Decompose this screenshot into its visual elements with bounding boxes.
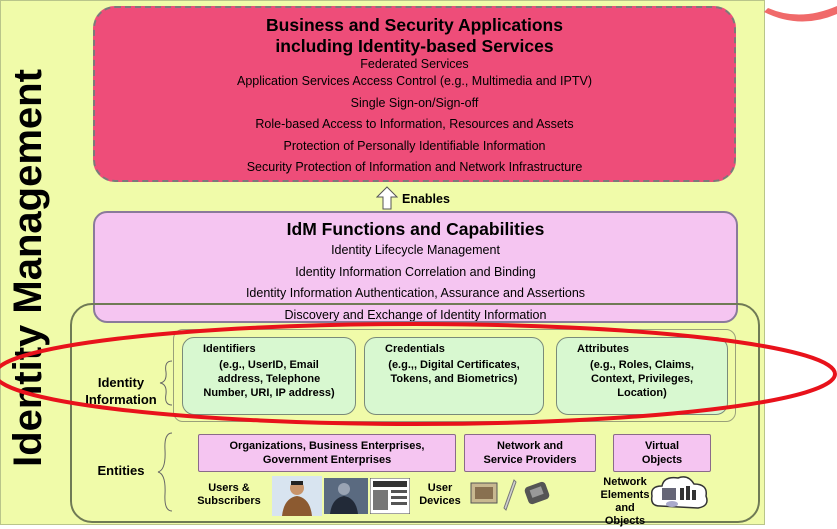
person-icon (324, 478, 368, 514)
apps-item: Role-based Access to Information, Resour… (255, 117, 574, 131)
idm-item: Identity Information Correlation and Bin… (295, 264, 536, 279)
apps-item: Federated Services (360, 57, 469, 71)
users-subscribers-label: Users & Subscribers (197, 482, 261, 507)
user-devices-label: User Devices (419, 482, 461, 507)
newspaper-icon (370, 478, 410, 514)
applications-title: Business and Security Applications inclu… (266, 15, 563, 56)
identifiers-card: Identifiers (e.g., UserID, Email address… (182, 337, 356, 415)
entities-label: Entities (97, 463, 145, 478)
phone-icon (524, 481, 550, 505)
applications-box: Business and Security Applications inclu… (93, 6, 736, 182)
pen-icon (503, 479, 517, 511)
corner-swoosh-icon (764, 6, 837, 22)
vertical-title: Identity Management (6, 69, 50, 467)
device-icon (470, 482, 498, 504)
apps-item: Security Protection of Information and N… (246, 160, 583, 174)
apps-item: Protection of Personally Identifiable In… (283, 138, 546, 153)
identity-entities-container (70, 303, 760, 523)
network-providers-box: Network and Service Providers (464, 434, 596, 472)
idm-item: Discovery and Exchange of Identity Infor… (284, 307, 547, 322)
network-cloud-icon (650, 476, 708, 509)
attributes-card: Attributes (e.g., Roles, Claims, Context… (556, 337, 728, 415)
enables-label: Enables (402, 192, 450, 206)
idm-item: Identity Lifecycle Management (331, 243, 500, 257)
brace-icon (157, 432, 173, 512)
highlight-ellipse (0, 322, 837, 426)
idm-title: IdM Functions and Capabilities (286, 219, 545, 239)
apps-item: Single Sign-on/Sign-off (350, 95, 479, 110)
network-elements-label: Network Elements and Objects (600, 476, 650, 527)
up-arrow-icon (376, 186, 398, 210)
apps-item: Application Services Access Control (e.g… (236, 74, 592, 88)
virtual-objects-box: Virtual Objects (613, 434, 711, 472)
person-icon (272, 476, 322, 516)
idm-item: Identity Information Authentication, Ass… (245, 286, 586, 300)
credentials-card: Credentials (e.g.,, Digital Certificates… (364, 337, 544, 415)
brace-icon (159, 360, 173, 406)
identity-information-label: Identity Information (85, 375, 157, 407)
organizations-box: Organizations, Business Enterprises, Gov… (198, 434, 456, 472)
